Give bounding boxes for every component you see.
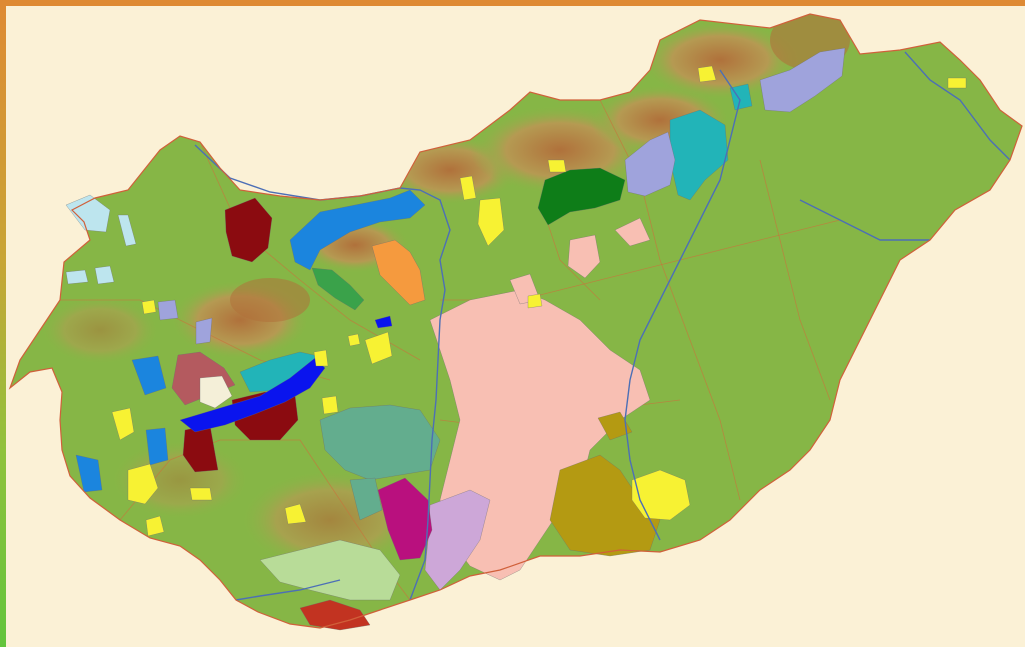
drava-river [235,579,341,601]
pale-blue-region-4 [94,265,115,285]
bakony-peak [230,278,310,322]
yellow-fragment-5 [697,65,717,83]
tisza-upper-river [904,51,1011,161]
olive-fragment [597,411,633,441]
pink-fragment-1 [567,234,601,279]
yellow-fragment-1 [111,407,135,441]
yellow-fragment-7 [527,293,543,309]
yellow-fragment-12 [547,159,567,173]
koros-river [799,199,930,241]
tolna-fragment [349,477,383,521]
lavender-fragment-1 [157,299,179,321]
mor-region [311,267,365,311]
tokaj-region [759,47,846,113]
yellow-fragment-9 [284,503,307,525]
yellow-fragment-14 [347,333,361,347]
sopron-region [224,197,273,263]
pale-blue-region-2 [117,214,137,247]
yellow-fragment-8 [321,395,339,415]
blue-fragment-3 [75,454,103,493]
villany-region [299,599,371,631]
yellow-fragment-2 [364,331,393,365]
yellow-fragment-6 [947,77,967,89]
western-hills [40,295,160,365]
yellow-fragment-10 [189,487,213,501]
county-line [199,141,421,361]
pink-fragment-2 [614,217,651,247]
lilac-region [424,489,491,591]
cream-fragment [199,375,233,409]
matra-region [537,167,626,226]
county-line [759,159,831,401]
yellow-fragment-15 [141,299,157,315]
top-frame-bar [0,0,1025,6]
yellow-fragment-3 [477,197,505,247]
yellow-region-kiskunhalas [631,469,691,521]
neszmely-region [289,189,426,271]
yellow-region-zala [127,463,159,505]
tisza-river [624,69,741,541]
lavender-fragment-2 [195,317,213,345]
lake-balaton [179,357,326,433]
blue-fragment-1 [131,355,167,396]
bukk-lavender-region [624,131,676,197]
teal-fragment [729,83,753,111]
yellow-fragment-13 [313,349,329,367]
pale-blue-region-1 [65,194,111,233]
lake-velence [374,315,393,329]
hajos-baja-region [549,454,661,557]
region-layer [65,47,967,631]
blue-fragment-2 [145,427,169,466]
etyek-buda-region [371,239,426,306]
pale-blue-region-3 [65,269,89,285]
pecs-region [259,539,401,601]
yellow-fragment-11 [145,515,165,537]
yellow-fragment-4 [459,175,477,201]
left-frame-bar [0,0,6,647]
